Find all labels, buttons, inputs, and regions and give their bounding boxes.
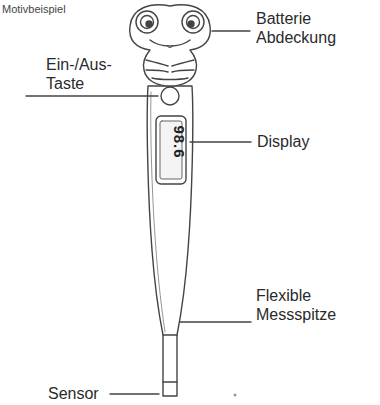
part-label: Display — [257, 132, 367, 151]
display-reading: 98.6 — [170, 125, 188, 158]
part-label: Ein-/Aus-Taste — [46, 55, 124, 93]
part-label: Flexible Messspitze — [256, 286, 374, 324]
part-label: Sensor — [48, 384, 148, 403]
part-label: Batterie Abdeckung — [256, 9, 374, 47]
note-text: Motivbeispiel — [2, 3, 122, 16]
